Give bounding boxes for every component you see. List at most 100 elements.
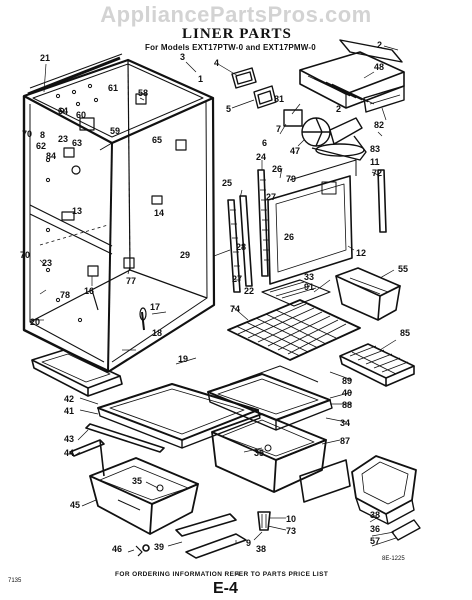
bottom-left-code: 7135 [8,578,22,584]
drip-tray [31,349,123,397]
callout: 70 [20,250,30,260]
callout: 85 [400,328,410,338]
crisper-rails [69,423,165,477]
callout: 39 [154,542,164,552]
callout: 79 [286,174,296,184]
callout: 36 [370,524,380,534]
callout: 9 [246,538,251,548]
callout: 17 [150,302,160,312]
shelf-rails [227,169,387,293]
callout-labels: 21 3 1 4 5 2 48 58 61 64 60 70 8 23 59 6… [20,40,410,554]
crisper-drawer-left [89,457,199,535]
ice-tray [339,343,415,387]
callout: 33 [304,272,314,282]
callout: 11 [370,157,380,167]
ordering-note: FOR ORDERING INFORMATION REFER TO PARTS … [115,571,329,578]
callout: 55 [398,264,408,274]
callout: 18 [152,328,162,338]
callout: 65 [152,135,162,145]
callout: 41 [64,406,74,416]
door-bin [351,455,421,541]
callout: 72 [372,168,382,178]
callout: 1 [198,74,203,84]
callout: 16 [84,286,94,296]
callout: 35 [254,448,264,458]
callout: 21 [40,53,50,63]
callout: 83 [370,144,380,154]
diagram-code: 8E-1225 [382,556,405,562]
crisper-drawer-right [211,413,327,493]
callout: 25 [222,178,232,188]
bottom-trims [135,459,351,559]
callout: 7 [276,124,281,134]
callout: 10 [286,514,296,524]
air-duct-housing [299,39,405,113]
crisper-cover [207,365,333,431]
callout: 57 [370,536,380,546]
callout: 5 [226,104,231,114]
callout: 70 [22,129,32,139]
callout: 47 [290,146,300,156]
callout: 89 [342,376,352,386]
watermark: AppliancePartsPros.com [100,2,372,27]
callout: 27 [232,274,242,284]
diagram-subtitle: For Models EXT17PTW-0 and EXT17PMW-0 [145,43,316,52]
page-dot: 4 [236,572,240,578]
callout: 60 [76,110,86,120]
callout: 12 [356,248,366,258]
callout: 6 [262,138,267,148]
callout: 42 [64,394,74,404]
evaporator-cover [267,159,357,285]
callout: 23 [58,134,68,144]
diagram-title: LINER PARTS [182,26,292,42]
callout: 14 [154,208,164,218]
callout: 8 [40,130,45,140]
callout: 78 [60,290,70,300]
liner-cabinet [22,53,216,374]
callout: 62 [36,141,46,151]
callout: 38 [370,510,380,520]
light-shield [231,67,277,109]
callout: 27 [266,192,276,202]
callout: 91 [304,282,314,292]
callout: 2 [377,40,382,50]
callout: 2 [336,104,341,114]
callout: 29 [180,250,190,260]
callout: 77 [126,276,136,286]
callout: 38 [256,544,266,554]
callout: 61 [108,83,118,93]
callout: 43 [64,434,74,444]
callout: 28 [236,242,246,252]
callout: 58 [138,88,148,98]
callout: 45 [70,500,80,510]
leader-lines [30,45,399,553]
callout: 13 [72,206,82,216]
callout: 87 [340,436,350,446]
fan-motor [283,109,367,161]
callout: 23 [42,258,52,268]
callout: 3 [180,52,185,62]
callout: 48 [374,62,384,72]
callout: 19 [178,354,188,364]
callout: 20 [30,317,40,327]
glass-shelf-upper [97,383,261,449]
interior-hardware [61,93,187,331]
callout: 73 [286,526,296,536]
callout: 34 [340,418,350,428]
callout: 64 [58,106,68,116]
callout: 40 [342,388,352,398]
page-label: E-4 [213,580,238,597]
callout: 26 [284,232,294,242]
callout: 24 [256,152,266,162]
callout: 26 [272,164,282,174]
callout: 82 [374,120,384,130]
callout: 84 [46,151,56,161]
callout: 59 [110,126,120,136]
callout: 74 [230,304,240,314]
callout: 63 [72,138,82,148]
callout: 88 [342,400,352,410]
callout: 4 [214,58,219,68]
callout: 35 [132,476,142,486]
